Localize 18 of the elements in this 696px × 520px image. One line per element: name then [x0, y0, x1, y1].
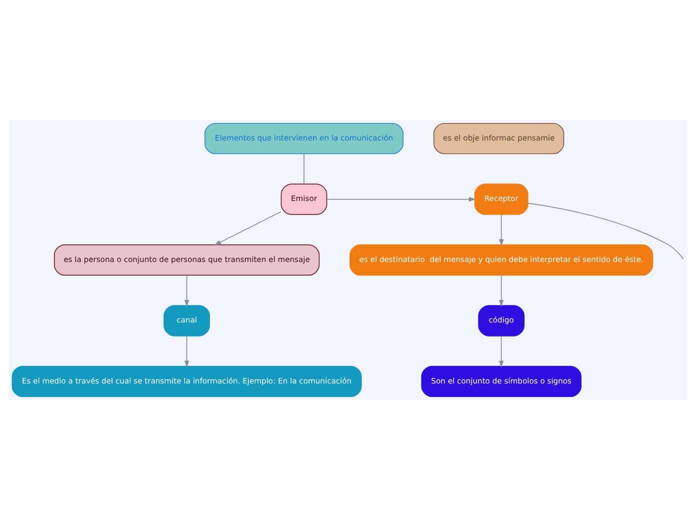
- node-box: Es el medio a través del cual se transmite la información. Ejemplo: En la comunicación: [12, 366, 362, 398]
- arrow: [498, 336, 504, 368]
- arrow: [214, 211, 282, 246]
- node-box: Elementos que intervienen en la comunicación: [204, 122, 404, 154]
- node-box: es el obje informac pensamie: [433, 122, 564, 154]
- node-box: Son el conjunto de símbolos o signos: [421, 366, 582, 398]
- arrow: [498, 214, 504, 246]
- node-box: Receptor: [474, 184, 528, 215]
- arrow: [498, 275, 504, 307]
- arrow: [326, 196, 476, 202]
- arrow: [184, 275, 190, 307]
- connector: [528, 202, 684, 260]
- node-box: canal: [164, 305, 210, 336]
- node-box: código: [478, 305, 525, 336]
- arrow: [184, 336, 190, 368]
- node-box: es el destinatario del mensaje y quien debe interpretar el sentido de éste.: [350, 244, 654, 276]
- node-box: Emisor: [280, 184, 328, 215]
- node-box: es la persona o conjunto de personas que transmiten el mensaje: [54, 244, 320, 276]
